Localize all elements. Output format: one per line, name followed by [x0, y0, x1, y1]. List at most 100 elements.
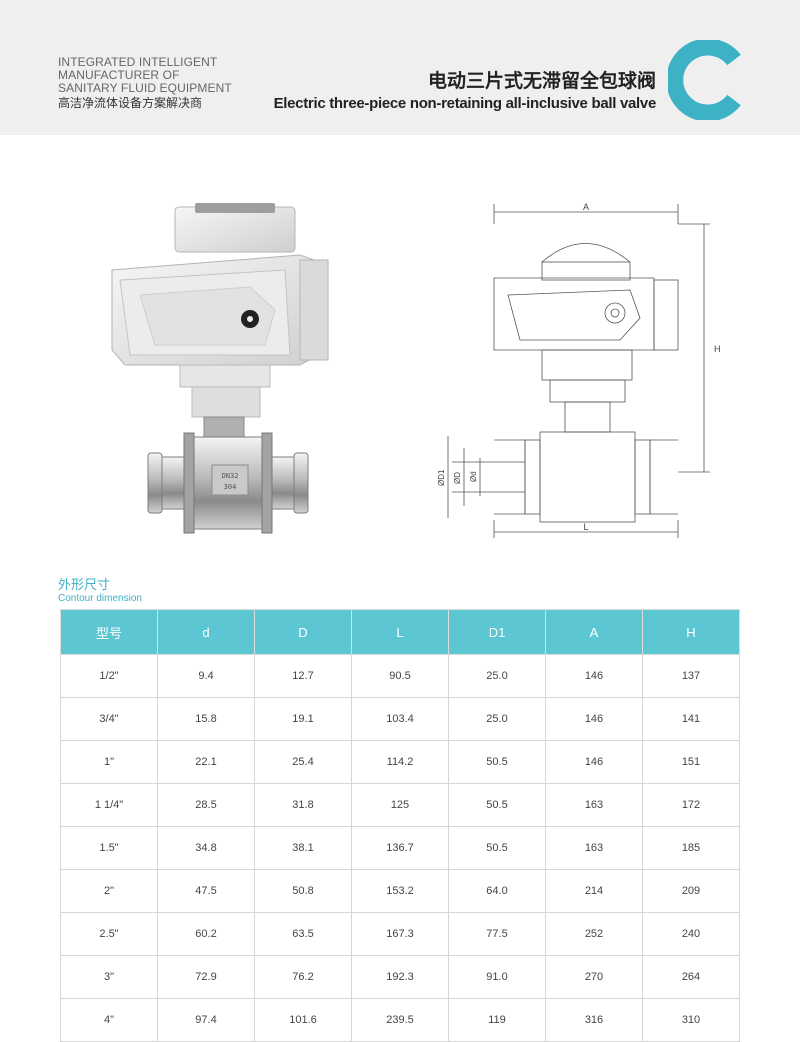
table-cell: 50.8: [254, 869, 352, 913]
table-cell: 72.9: [157, 955, 255, 999]
column-header: 型号: [60, 609, 158, 655]
table-cell: 25.0: [448, 697, 546, 741]
table-cell: 119: [448, 998, 546, 1042]
table-cell: 1/2": [60, 654, 158, 698]
brand-line: MANUFACTURER OF: [58, 68, 180, 82]
page-header: INTEGRATED INTELLIGENT MANUFACTURER OF S…: [0, 0, 800, 135]
product-photo: DN32 304: [111, 203, 329, 534]
table-cell: 50.5: [448, 826, 546, 870]
table-cell: 137: [642, 654, 740, 698]
table-cell: 19.1: [254, 697, 352, 741]
table-cell: 172: [642, 783, 740, 827]
table-cell: 146: [545, 740, 643, 784]
table-cell: 141: [642, 697, 740, 741]
table-cell: 310: [642, 998, 740, 1042]
table-cell: 252: [545, 912, 643, 956]
table-cell: 25.0: [448, 654, 546, 698]
table-cell: 77.5: [448, 912, 546, 956]
table-cell: 91.0: [448, 955, 546, 999]
page-title: 电动三片式无滞留全包球阀 Electric three-piece non-re…: [273, 70, 657, 113]
table-cell: 136.7: [351, 826, 449, 870]
table-cell: 239.5: [351, 998, 449, 1042]
table-cell: 63.5: [254, 912, 352, 956]
table-cell: 125: [351, 783, 449, 827]
title-cn: 电动三片式无滞留全包球阀: [427, 70, 656, 92]
table-cell: 114.2: [351, 740, 449, 784]
table-cell: 28.5: [157, 783, 255, 827]
table-cell: 185: [642, 826, 740, 870]
table-cell: 47.5: [157, 869, 255, 913]
table-cell: 163: [545, 826, 643, 870]
table-cell: 209: [642, 869, 740, 913]
brand-line: SANITARY FLUID EQUIPMENT: [58, 81, 232, 95]
dimension-drawing: A H L ØD1 ØD Ød: [437, 202, 720, 538]
table-cell: 12.7: [254, 654, 352, 698]
brand-block: INTEGRATED INTELLIGENT MANUFACTURER OF S…: [58, 56, 232, 111]
table-cell: 38.1: [254, 826, 352, 870]
dim-label-small-d: Ød: [469, 471, 478, 482]
table-cell: 163: [545, 783, 643, 827]
table-cell: 2": [60, 869, 158, 913]
table-cell: 97.4: [157, 998, 255, 1042]
table-cell: 192.3: [351, 955, 449, 999]
column-header: H: [642, 609, 740, 655]
table-cell: 76.2: [254, 955, 352, 999]
brand-cn: 高洁净流体设备方案解决商: [58, 96, 203, 110]
valve-marking: 304: [224, 483, 237, 491]
table-cell: 64.0: [448, 869, 546, 913]
table-cell: 22.1: [157, 740, 255, 784]
table-cell: 9.4: [157, 654, 255, 698]
table-cell: 240: [642, 912, 740, 956]
section-heading: 外形尺寸 Contour dimension: [58, 578, 142, 605]
table-cell: 101.6: [254, 998, 352, 1042]
dim-label-d: ØD: [453, 472, 462, 484]
title-en: Electric three-piece non-retaining all-i…: [273, 95, 657, 112]
table-cell: 60.2: [157, 912, 255, 956]
table-cell: 31.8: [254, 783, 352, 827]
column-header: d: [157, 609, 255, 655]
table-cell: 3": [60, 955, 158, 999]
table-cell: 4": [60, 998, 158, 1042]
table-cell: 151: [642, 740, 740, 784]
table-cell: 50.5: [448, 740, 546, 784]
brand-line: INTEGRATED INTELLIGENT: [58, 55, 218, 69]
table-cell: 34.8: [157, 826, 255, 870]
dim-label-l: L: [583, 522, 588, 532]
column-header: D: [254, 609, 352, 655]
column-header: A: [545, 609, 643, 655]
dim-label-d1: ØD1: [437, 469, 446, 486]
section-title-en: Contour dimension: [58, 593, 142, 604]
table-cell: 3/4": [60, 697, 158, 741]
table-cell: 146: [545, 697, 643, 741]
valve-marking: DN32: [222, 472, 239, 480]
section-title-cn: 外形尺寸: [58, 578, 111, 593]
table-cell: 1 1/4": [60, 783, 158, 827]
table-cell: 214: [545, 869, 643, 913]
table-cell: 15.8: [157, 697, 255, 741]
section-c-logo: [668, 40, 741, 120]
table-cell: 167.3: [351, 912, 449, 956]
table-cell: 153.2: [351, 869, 449, 913]
table-cell: 1": [60, 740, 158, 784]
table-cell: 146: [545, 654, 643, 698]
table-cell: 316: [545, 998, 643, 1042]
column-header: L: [351, 609, 449, 655]
table-cell: 103.4: [351, 697, 449, 741]
table-cell: 1.5": [60, 826, 158, 870]
table-cell: 264: [642, 955, 740, 999]
table-cell: 25.4: [254, 740, 352, 784]
table-cell: 90.5: [351, 654, 449, 698]
table-cell: 50.5: [448, 783, 546, 827]
dim-label-h: H: [714, 344, 720, 354]
table-cell: 2.5": [60, 912, 158, 956]
